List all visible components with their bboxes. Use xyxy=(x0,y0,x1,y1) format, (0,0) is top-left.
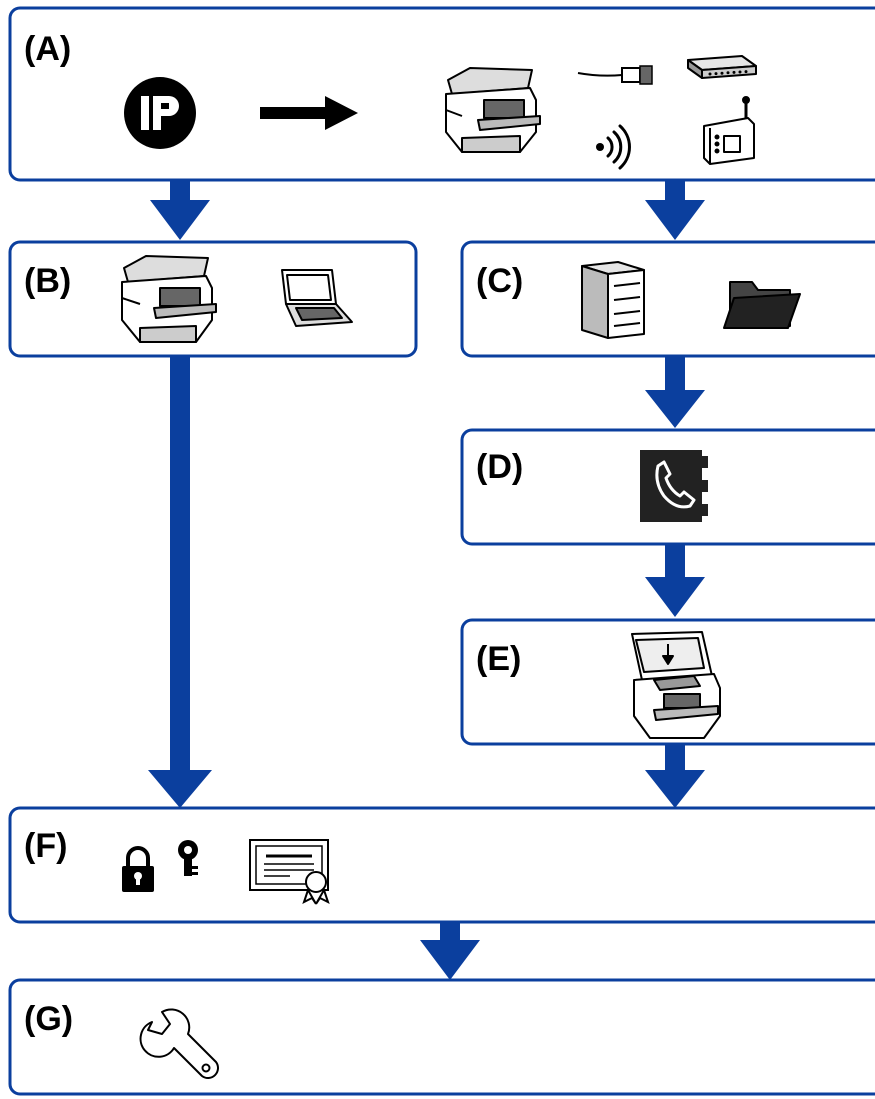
ip-address-icon xyxy=(124,77,196,149)
wireless-router-icon xyxy=(703,96,755,165)
flow-arrow-c-to-d xyxy=(645,355,705,428)
flow-arrow-a-to-b xyxy=(150,180,210,240)
step-box-d: (D) xyxy=(460,428,875,546)
step-label-d: (D) xyxy=(476,448,523,486)
scanner-printer-icon xyxy=(631,631,721,739)
laptop-icon xyxy=(281,269,353,327)
flow-arrow-d-to-e xyxy=(645,543,705,617)
ethernet-cable-icon xyxy=(577,65,653,85)
wrench-icon xyxy=(139,1008,219,1079)
wireless-signal-icon xyxy=(596,124,631,170)
step-box-f: (F) xyxy=(8,806,875,924)
padlock-icon xyxy=(122,846,154,892)
step-label-c: (C) xyxy=(476,262,523,300)
printer-icon xyxy=(445,67,541,153)
flow-arrow-f-to-g xyxy=(420,922,480,980)
phone-book-icon xyxy=(640,450,708,522)
step-box-a: (A) xyxy=(8,6,875,182)
step-label-b: (B) xyxy=(24,262,71,300)
network-hub-icon xyxy=(687,55,757,79)
flow-arrow-b-to-f xyxy=(148,355,212,808)
printer-icon xyxy=(121,255,217,343)
step-box-g: (G) xyxy=(8,978,875,1096)
step-label-a: (A) xyxy=(24,30,71,68)
certificate-icon xyxy=(249,839,330,905)
step-label-f: (F) xyxy=(24,827,67,865)
step-box-b: (B) xyxy=(8,240,418,358)
flow-arrow-a-to-c xyxy=(645,180,705,240)
right-arrow-icon xyxy=(260,96,358,130)
key-icon xyxy=(178,840,198,876)
folder-icon xyxy=(723,281,801,329)
step-box-c: (C) xyxy=(460,240,875,358)
flow-arrow-e-to-f xyxy=(645,745,705,808)
step-label-e: (E) xyxy=(476,640,521,678)
step-box-e: (E) xyxy=(460,618,875,746)
server-tower-icon xyxy=(581,261,645,339)
step-label-g: (G) xyxy=(24,1000,73,1038)
